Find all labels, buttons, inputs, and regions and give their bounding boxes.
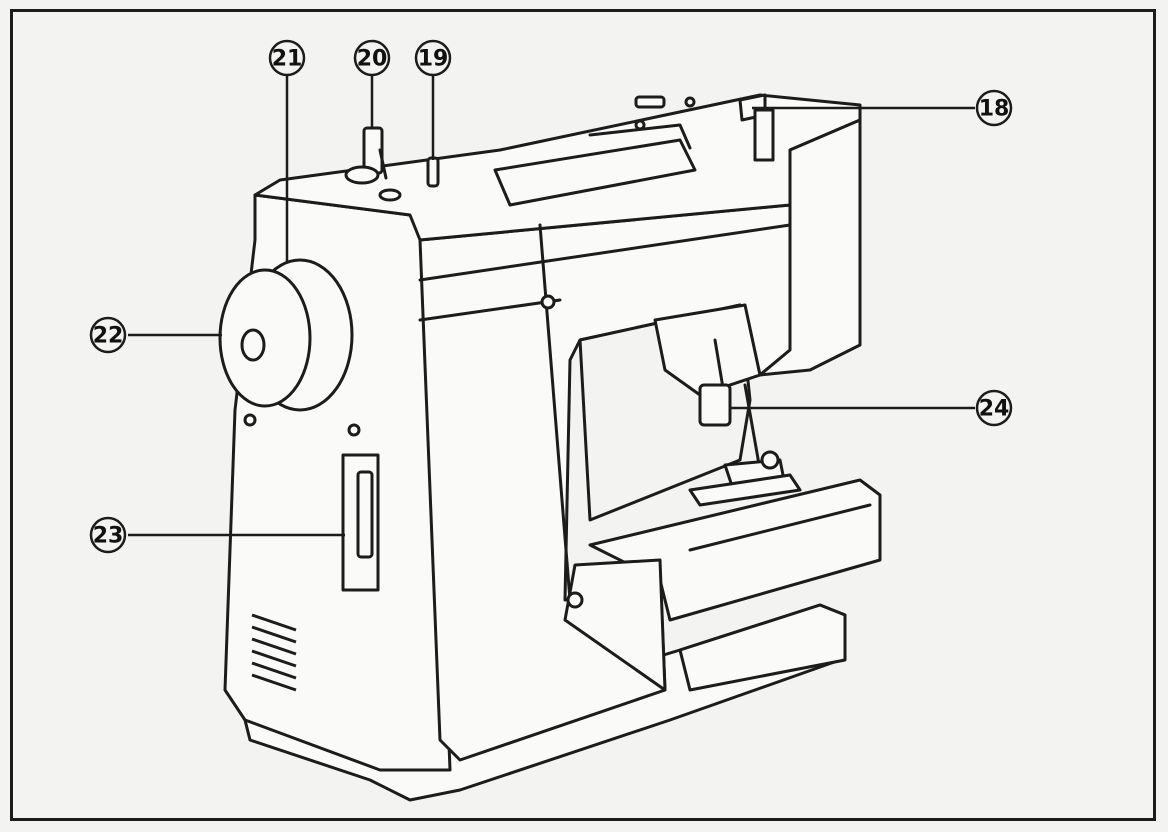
callout-19-circle [414, 39, 452, 77]
leader-lines [128, 76, 975, 537]
callout-22-label: 22 [93, 324, 124, 349]
callout-18-label: 18 [979, 97, 1010, 122]
figure-border [10, 9, 1156, 821]
needle-housing [653, 303, 762, 397]
callout-18-circle [975, 89, 1013, 127]
callout-21-circle [268, 39, 306, 77]
callout-20-circle [353, 39, 391, 77]
needle-plate [688, 473, 802, 507]
callout-23-label: 23 [93, 524, 124, 549]
callout-20-label: 20 [357, 47, 388, 72]
bobbin-winder-stopper [426, 156, 440, 188]
presser-foot-holder [698, 383, 732, 427]
callout-23-circle [89, 516, 127, 554]
machine-head [758, 118, 862, 377]
callout-22-circle [89, 316, 127, 354]
stitch-length-lever [356, 470, 374, 559]
base-foot [678, 603, 847, 692]
handwheel-outer [218, 268, 312, 408]
callout-19-label: 19 [418, 47, 449, 72]
callout-24-label: 24 [979, 397, 1010, 422]
top-compartment-lid [493, 138, 697, 207]
callout-24-circle [975, 389, 1013, 427]
callout-21-label: 21 [272, 47, 303, 72]
vent-grille [251, 613, 297, 692]
